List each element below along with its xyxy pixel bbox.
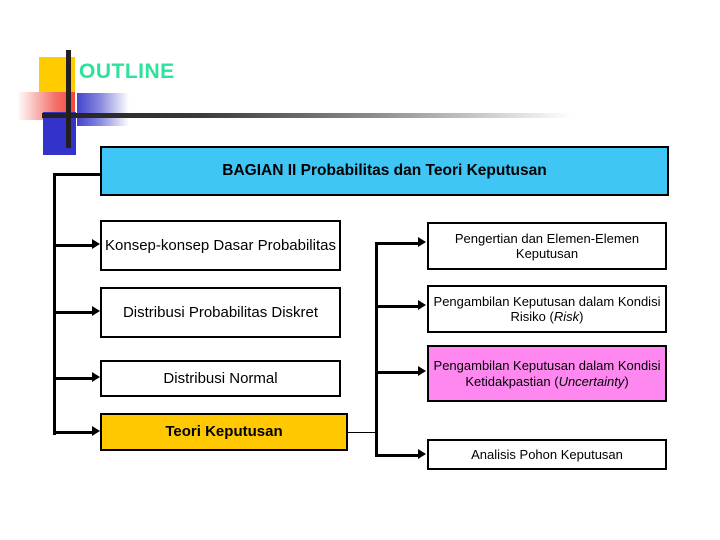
- decor-blue-gradient-bar: [77, 93, 129, 126]
- left-box-konsep-konsep-dasar-probabilitas: Konsep-konsep Dasar Probabilitas: [100, 220, 341, 271]
- right-connector-1: [375, 242, 419, 245]
- right-arrow-head-3: [418, 366, 426, 376]
- right-arrow-head-2: [418, 300, 426, 310]
- page-title: OUTLINE: [79, 60, 175, 83]
- right-box-pengertian-dan-elemen-keputusan: Pengertian dan Elemen-Elemen Keputusan: [427, 222, 667, 270]
- risiko-lead-text: Pengambilan Keputusan dalam Kondisi Risi…: [433, 293, 661, 324]
- right-box-analisis-pohon-keputusan: Analisis Pohon Keputusan: [427, 439, 667, 470]
- left-connector-1: [53, 244, 93, 247]
- ketidakpastian-lead-text: Pengambilan Keputusan dalam Kondisi Keti…: [433, 358, 661, 389]
- left-box-distribusi-normal: Distribusi Normal: [100, 360, 341, 397]
- left-arrow-head-2: [92, 306, 100, 316]
- left-arrow-head-3: [92, 372, 100, 382]
- left-arrow-head-1: [92, 239, 100, 249]
- left-box-teori-keputusan: Teori Keputusan: [100, 413, 348, 451]
- left-box-distribusi-probabilitas-diskret: Distribusi Probabilitas Diskret: [100, 287, 341, 338]
- right-connector-3: [375, 371, 419, 374]
- section-header-box: BAGIAN II Probabilitas dan Teori Keputus…: [100, 146, 669, 196]
- ketidakpastian-tail-text: ): [624, 373, 629, 389]
- left-connector-2: [53, 311, 93, 314]
- decor-horizontal-rule: [42, 113, 572, 118]
- right-arrow-head-1: [418, 237, 426, 247]
- right-box-pengambilan-keputusan-kondisi-risiko: Pengambilan Keputusan dalam Kondisi Risi…: [427, 285, 667, 333]
- ketidakpastian-italic-term: Uncertainty: [558, 373, 625, 389]
- right-connector-2: [375, 305, 419, 308]
- left-trunk-line: [53, 173, 56, 435]
- decor-blue-square: [43, 112, 76, 155]
- right-arrow-head-4: [418, 449, 426, 459]
- left-connector-3: [53, 377, 93, 380]
- left-connector-4: [53, 431, 93, 434]
- risiko-tail-text: ): [579, 309, 584, 324]
- risiko-italic-term: Risk: [553, 309, 580, 324]
- left-arrow-head-4: [92, 426, 100, 436]
- teori-keputusan-to-right-trunk-line: [348, 432, 377, 433]
- left-connector-header: [53, 173, 101, 176]
- right-trunk-line: [375, 242, 378, 457]
- right-box-pengambilan-keputusan-kondisi-ketidakpastian: Pengambilan Keputusan dalam Kondisi Keti…: [427, 345, 667, 402]
- right-connector-4: [375, 454, 419, 457]
- decor-vertical-rule: [66, 50, 71, 148]
